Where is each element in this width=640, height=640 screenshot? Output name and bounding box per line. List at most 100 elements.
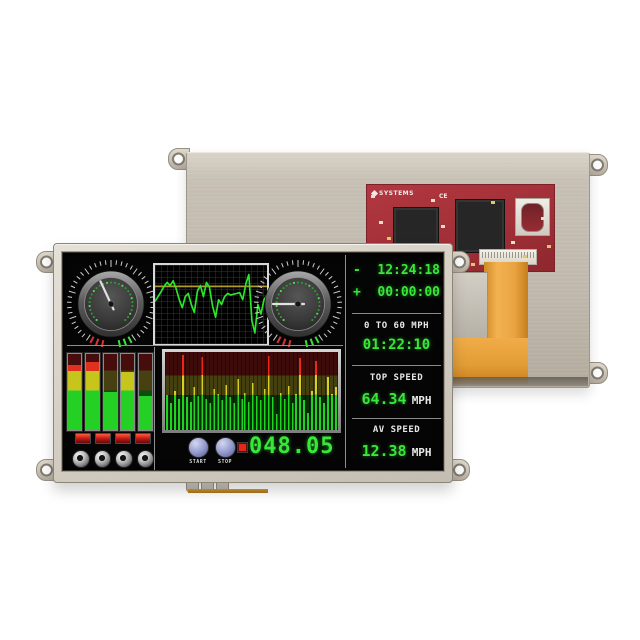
- av-speed-label-row: AV SPEED: [349, 425, 444, 435]
- lap-time-minus-value: 12:24:18: [377, 263, 440, 278]
- vu-bar: [84, 353, 100, 431]
- rotary-knob[interactable]: [72, 450, 90, 468]
- plus-prefix: +: [353, 285, 361, 300]
- analog-gauge-left: [67, 260, 155, 348]
- spectrum-bar: [307, 412, 310, 430]
- smd-components: [371, 195, 375, 198]
- spectrum-bar: [177, 398, 180, 430]
- divider: [352, 313, 441, 314]
- front-mounting-ear-bottom-right: [448, 459, 470, 481]
- spectrum-bar: [201, 357, 204, 430]
- mounting-hole: [453, 255, 466, 269]
- minus-prefix: -: [353, 263, 361, 278]
- divider: [67, 345, 343, 346]
- spectrum-bar: [303, 400, 306, 430]
- rotary-knob[interactable]: [136, 450, 154, 468]
- spectrum-bar: [173, 391, 176, 430]
- indicator-lamp: [135, 433, 151, 444]
- zero-to-sixty-label: 0 TO 60 MPH: [363, 321, 430, 331]
- spectrum-bar: [256, 395, 259, 430]
- spectrum-bar: [236, 379, 239, 430]
- spectrum-bar: [166, 394, 168, 430]
- spectrum-bar: [291, 403, 294, 430]
- spectrum-bar: [264, 389, 267, 430]
- spectrum-bar: [318, 397, 321, 430]
- spectrum-bar: [205, 398, 208, 430]
- mounting-hole: [591, 366, 604, 380]
- zero-to-sixty-label-row: 0 TO 60 MPH: [349, 321, 444, 331]
- mounting-hole: [172, 152, 185, 166]
- lap-time-minus-row: - 12:24:18: [349, 263, 444, 278]
- sd-slot-cutout: [521, 203, 544, 232]
- start-button[interactable]: [188, 437, 209, 458]
- rotary-knob[interactable]: [115, 450, 133, 468]
- spectrum-bar: [197, 395, 200, 430]
- vu-bar: [67, 353, 82, 431]
- spectrum-bar: [315, 361, 318, 430]
- start-button-label: START: [189, 459, 207, 465]
- waveform-chart: [153, 263, 269, 346]
- zero-to-sixty-value: 01:22:10: [362, 337, 431, 353]
- top-speed-label-row: TOP SPEED: [349, 373, 444, 383]
- lap-time-plus-value: 00:00:00: [377, 285, 440, 300]
- divider: [345, 255, 346, 468]
- mounting-hole: [40, 255, 53, 269]
- indicator-lamp-row: [75, 433, 151, 444]
- spectrum-bar: [295, 394, 298, 430]
- spectrum-bar: [224, 384, 227, 430]
- back-mounting-ear-bottom-right: [586, 362, 608, 384]
- analog-gauge-right: [254, 260, 342, 348]
- rotary-knob[interactable]: [93, 450, 111, 468]
- vu-bar: [120, 353, 136, 431]
- front-mounting-ear-bottom-left: [36, 459, 58, 481]
- flex-tail: [188, 489, 268, 493]
- lcd-screen: START STOP 048.05 - 12:24:18 + 00:00:00 …: [62, 252, 444, 471]
- vu-meter-bank: [67, 353, 153, 431]
- zero-to-sixty-value-row: 01:22:10: [349, 337, 444, 353]
- counter-display: 048.05: [249, 434, 335, 459]
- indicator-lamp: [95, 433, 111, 444]
- divider: [154, 347, 155, 470]
- brand-logo: SYSTEMS: [370, 189, 414, 198]
- spectrum-bar: [279, 392, 282, 430]
- mounting-hole: [591, 158, 604, 172]
- spectrum-bar: [283, 398, 286, 430]
- mounting-hole: [40, 463, 53, 477]
- spectrum-bar: [248, 401, 251, 430]
- mounting-hole: [453, 463, 466, 477]
- panel-edge-shadow: [449, 377, 588, 386]
- top-speed-value: 64.34: [361, 390, 407, 408]
- spectrum-bar: [244, 392, 247, 430]
- spectrum-bar: [232, 402, 235, 430]
- spectrum-bar: [220, 400, 223, 430]
- brand-text: SYSTEMS: [379, 190, 414, 197]
- spectrum-bar: [260, 400, 263, 430]
- spectrum-bar: [209, 403, 212, 430]
- back-mounting-ear-top-right: [586, 154, 608, 176]
- timing-panel: - 12:24:18 + 00:00:00 0 TO 60 MPH 01:22:…: [349, 253, 444, 470]
- flex-cable-horizontal: [450, 338, 528, 384]
- lap-time-plus-row: + 00:00:00: [349, 285, 444, 300]
- spectrum-bar: [287, 386, 290, 430]
- spectrum-bar: [216, 394, 219, 430]
- record-led: [238, 443, 247, 452]
- indicator-lamp: [115, 433, 131, 444]
- spectrum-bar: [213, 389, 216, 430]
- processor-chip: [455, 199, 505, 253]
- stop-button[interactable]: [215, 437, 236, 458]
- spectrum-bar: [189, 401, 192, 430]
- spectrum-analyzer: [162, 349, 341, 433]
- spectrum-bar: [275, 414, 278, 430]
- spectrum-bar: [311, 391, 314, 430]
- av-speed-value-row: 12.38 MPH: [349, 441, 444, 460]
- vu-bar: [138, 353, 153, 431]
- spectrum-bar: [271, 397, 274, 430]
- top-speed-unit: MPH: [411, 394, 432, 407]
- spectrum-bar: [299, 358, 302, 430]
- spectrum-bar: [267, 355, 270, 430]
- spectrum-bar: [193, 387, 196, 430]
- top-speed-label: TOP SPEED: [369, 373, 424, 383]
- av-speed-unit: MPH: [411, 446, 432, 459]
- spectrum-bar: [326, 376, 329, 430]
